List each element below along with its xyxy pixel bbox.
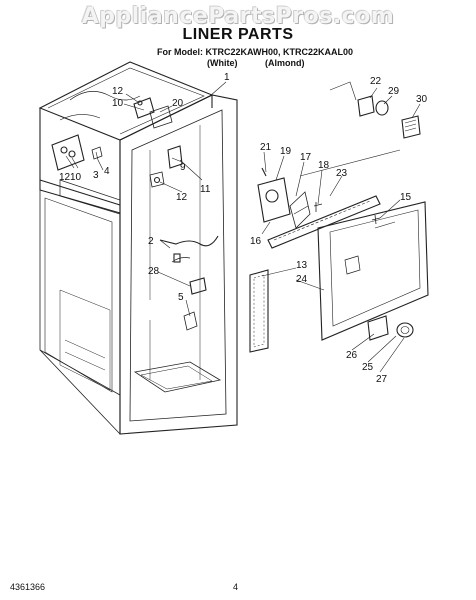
- callout-16: 16: [250, 236, 262, 247]
- page-title: LINER PARTS: [182, 26, 294, 43]
- light-socket-parts: [183, 277, 207, 331]
- leader-lines: [65, 81, 421, 373]
- callout-labels: 1 2 3 4 5 9 10 11 12 12 12 10 13 15 16 1…: [59, 72, 428, 385]
- callout-1: 1: [224, 72, 230, 83]
- callout-10-left: 10: [70, 172, 82, 183]
- callout-3: 3: [93, 170, 99, 181]
- wire-harness: [159, 235, 219, 263]
- callout-12-left: 12: [59, 172, 71, 183]
- callout-17: 17: [300, 152, 312, 163]
- callout-29: 29: [388, 86, 400, 97]
- evaporator-cover-panel: [317, 201, 429, 341]
- callout-26: 26: [346, 350, 358, 361]
- page-number: 4: [233, 582, 239, 592]
- callout-12-mid: 12: [176, 192, 188, 203]
- control-housing-left: [51, 134, 103, 171]
- callout-4: 4: [104, 166, 110, 177]
- liner-cabinet: [38, 61, 238, 435]
- callout-12-top: 12: [112, 86, 124, 97]
- document-number: 4361366: [10, 582, 46, 592]
- callout-21: 21: [260, 142, 272, 153]
- callout-22: 22: [370, 76, 382, 87]
- callout-13: 13: [296, 260, 308, 271]
- callout-27: 27: [376, 374, 388, 385]
- screw-15: [371, 214, 381, 225]
- callout-11: 11: [200, 184, 211, 195]
- top-damper-parts: [133, 97, 173, 129]
- evaporator-fan-assembly: [257, 167, 323, 229]
- variant-almond: (Almond): [265, 58, 305, 68]
- variant-white: (White): [207, 58, 238, 68]
- callout-24: 24: [296, 274, 308, 285]
- callout-20: 20: [172, 98, 184, 109]
- callout-19: 19: [280, 146, 292, 157]
- watermark-logo: AppliancePartsPros.com: [81, 4, 395, 29]
- callout-10-top: 10: [112, 98, 124, 109]
- callout-25: 25: [362, 362, 374, 373]
- callout-18: 18: [318, 160, 330, 171]
- air-duct-strip: [249, 269, 269, 353]
- callout-9: 9: [180, 162, 186, 173]
- fan-shroud-rail: [267, 149, 401, 249]
- callout-28: 28: [148, 266, 160, 277]
- callout-30: 30: [416, 94, 428, 105]
- model-line: For Model: KTRC22KAWH00, KTRC22KAAL00: [157, 47, 354, 57]
- callout-15: 15: [400, 192, 412, 203]
- damper-control-parts: [149, 145, 183, 188]
- callout-2: 2: [148, 236, 154, 247]
- thermostat-knob-parts: [367, 315, 414, 341]
- callout-5: 5: [178, 292, 184, 303]
- callout-23: 23: [336, 168, 348, 179]
